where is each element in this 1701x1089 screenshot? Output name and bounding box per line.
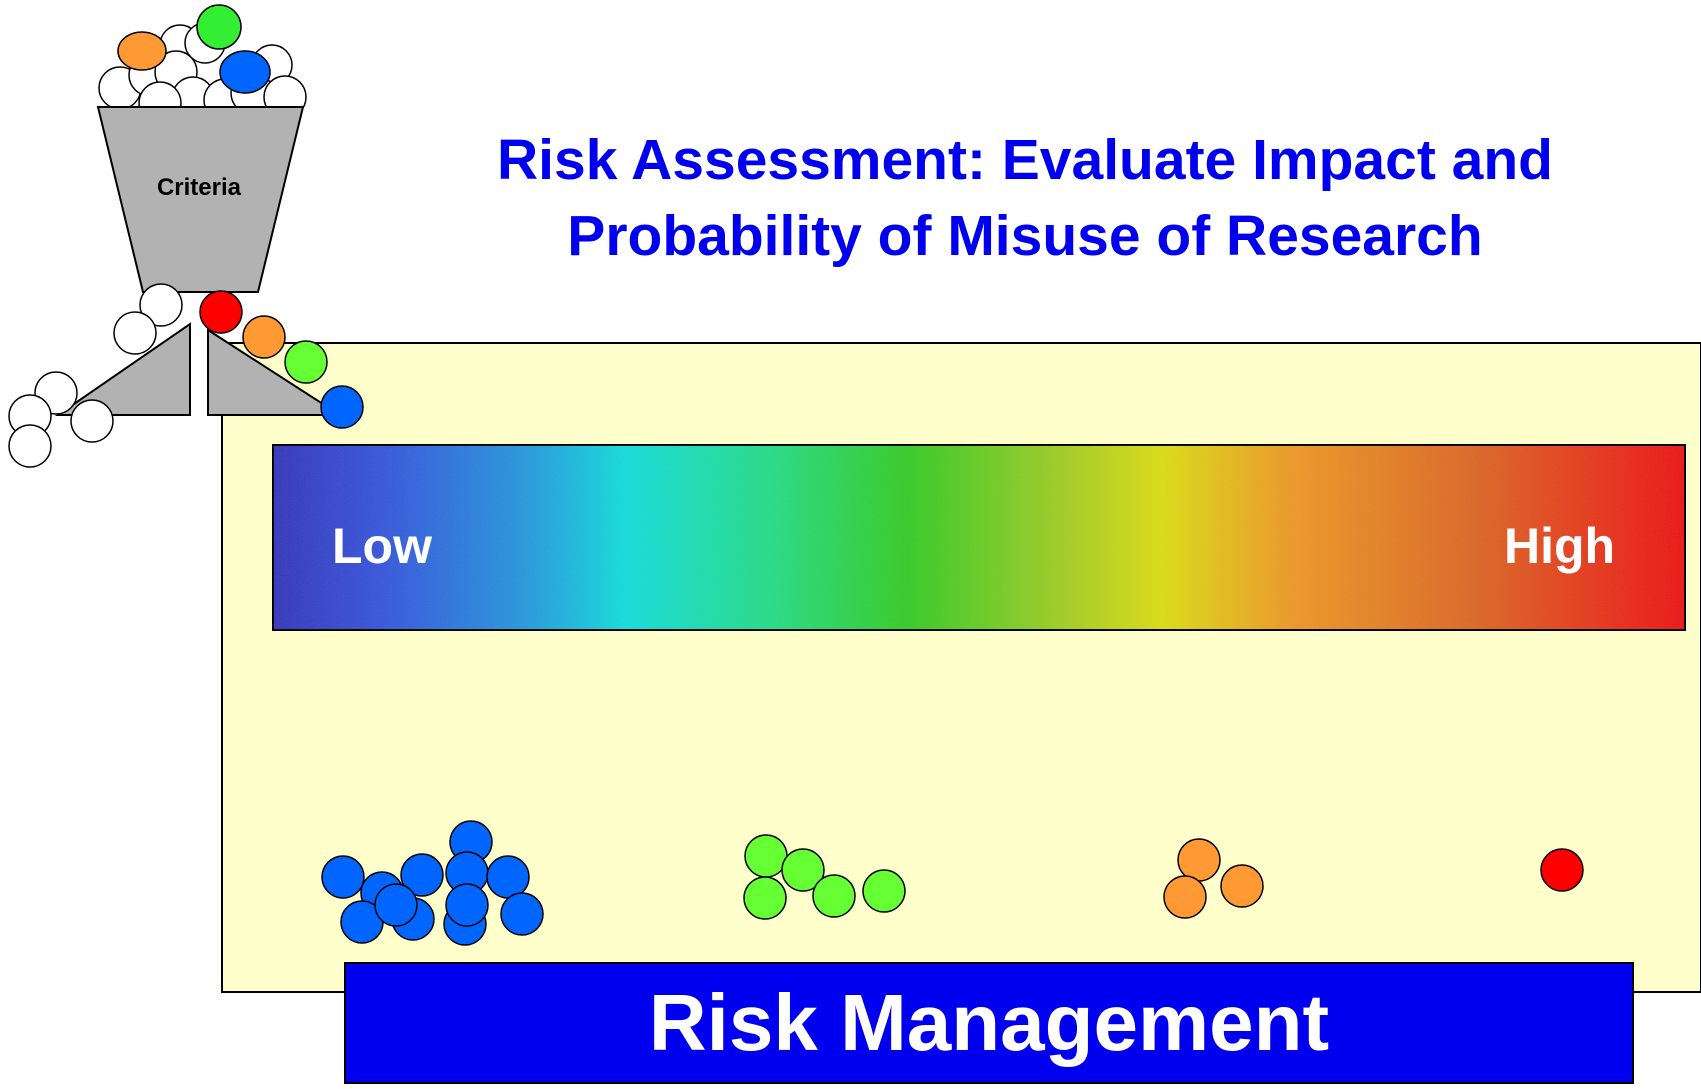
funnel-ball-blue [219, 50, 271, 94]
title-line-1: Risk Assessment: Evaluate Impact and [497, 128, 1553, 192]
blue-group [321, 820, 544, 946]
falling-ball-white [113, 311, 157, 355]
right-ramp [207, 328, 344, 416]
ball [445, 883, 489, 927]
falling-ball-white [139, 283, 183, 327]
orange-group [1163, 838, 1264, 919]
ball [812, 874, 856, 918]
funnel-ball-green [196, 4, 242, 50]
risk-management-banner: Risk Management [344, 962, 1634, 1084]
funnel-body [96, 106, 305, 293]
left-ramp [54, 322, 191, 416]
falling-ball-green [284, 340, 328, 384]
assessment-panel [221, 342, 1701, 993]
red-group [1540, 848, 1584, 892]
funnel-ball-orange [117, 31, 167, 71]
funnel-label: Criteria [157, 174, 242, 201]
scale-low-label: Low [332, 518, 432, 574]
ball [1220, 864, 1264, 908]
falling-ball-red [199, 290, 243, 334]
falling-ball-white [8, 424, 52, 468]
sorted-groups [321, 820, 1584, 946]
ball [1177, 838, 1221, 882]
sorted-out-balls [8, 283, 364, 468]
falling-ball-white [70, 399, 114, 443]
falling-ball-blue [320, 385, 364, 429]
ball [1540, 848, 1584, 892]
ball [744, 834, 788, 878]
green-group [743, 834, 906, 920]
falling-ball-orange [242, 315, 286, 359]
ball [321, 855, 365, 899]
ball [486, 855, 530, 899]
title-line-2: Probability of Misuse of Research [567, 204, 1483, 268]
funnel-top-balls [98, 4, 307, 125]
ball [862, 869, 906, 913]
risk-scale-bar: Low High [272, 444, 1686, 631]
ball [1163, 875, 1207, 919]
ball [374, 883, 418, 927]
ball [400, 853, 444, 897]
ball [743, 876, 787, 920]
scale-high-label: High [1504, 518, 1615, 574]
ball [781, 848, 825, 892]
criteria-funnel: Criteria [8, 4, 364, 468]
ball [500, 892, 544, 936]
page-title: Risk Assessment: Evaluate Impact and Pro… [390, 122, 1660, 274]
